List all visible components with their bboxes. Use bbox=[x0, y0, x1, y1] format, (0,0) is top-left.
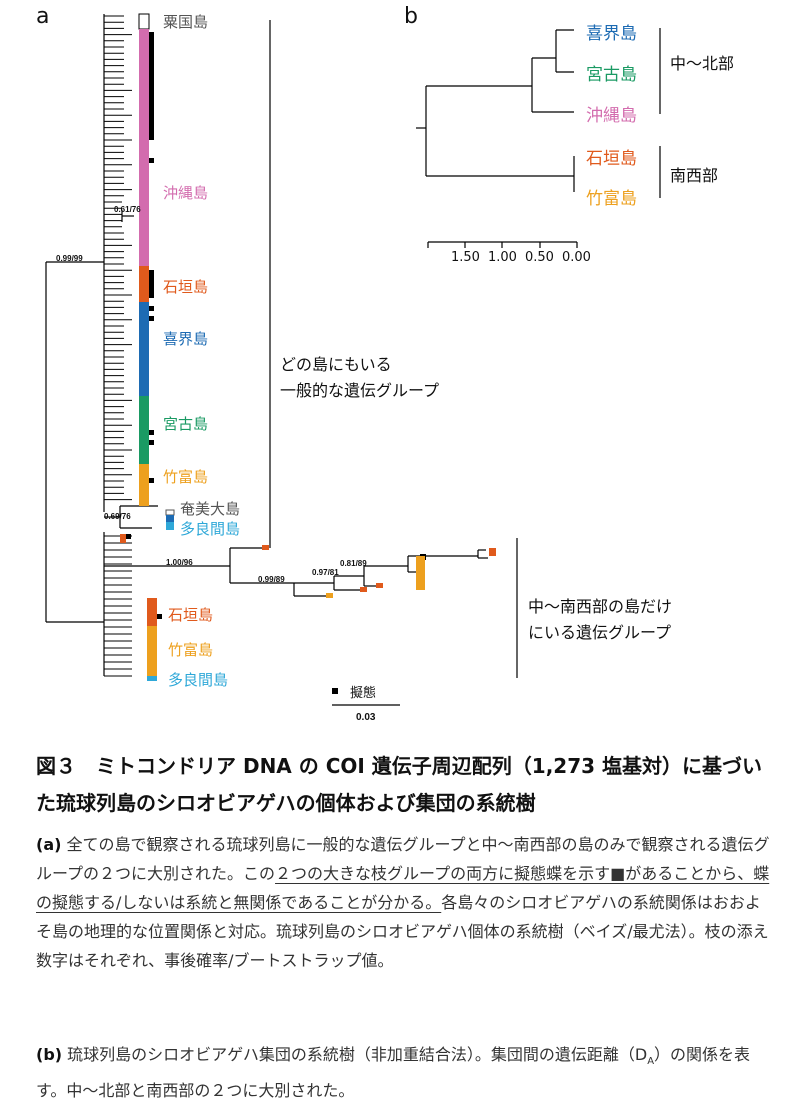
b-label-ishigaki: 石垣島 bbox=[586, 149, 637, 169]
caption-b-text: 琉球列島のシロオビアゲハ集団の系統樹（非加重結合法）。集団間の遺伝距離（D bbox=[67, 1045, 648, 1064]
bar-amami bbox=[165, 509, 175, 516]
bar-kikai bbox=[139, 302, 149, 396]
caption-a: (a) 全ての島で観察される琉球列島に一般的な遺伝グループと中〜南西部の島のみで… bbox=[36, 830, 776, 975]
caption-a-text-2: 各島々のシロオビアゲハの系統関係はおおよそ島の地理的な位置関係と対応。琉球列島の… bbox=[36, 893, 769, 970]
bar-ishigaki-1 bbox=[139, 266, 149, 302]
group-common-label: どの島にもいる 一般的な遺伝グループ bbox=[280, 355, 440, 400]
label-tarama-1: 多良間島 bbox=[180, 520, 241, 538]
label-taketomi-1: 竹富島 bbox=[163, 468, 209, 486]
caption-b-text-2: ）の関係を表す。中〜北部と南西部の２つに大別された。 bbox=[36, 1045, 751, 1101]
bar-miyako bbox=[139, 396, 149, 464]
label-tarama-2: 多良間島 bbox=[168, 671, 229, 689]
caption-a-underlined: ２つの大きな枝グループの両方に擬態蝶を示す■があることから、蝶の擬態する/しない… bbox=[36, 864, 770, 912]
caption-title: 図３ ミトコンドリア DNA の COI 遺伝子周辺配列（1,273 塩基対）に… bbox=[36, 754, 763, 815]
panel-a-tree bbox=[45, 13, 518, 706]
b-label-okinawa: 沖縄島 bbox=[586, 106, 637, 126]
label-okinawa: 沖縄島 bbox=[163, 184, 209, 202]
caption-a-text-1: 全ての島で観察される琉球列島に一般的な遺伝グループと中〜南西部の島のみで観察され… bbox=[36, 835, 770, 883]
bar-okinawa bbox=[139, 29, 149, 266]
label-kikai: 喜界島 bbox=[163, 330, 209, 348]
node-support-7: 0.81/89 bbox=[340, 559, 367, 568]
b-axis-tick-1: 1.50 bbox=[451, 250, 480, 265]
label-awakuni: 粟国島 bbox=[163, 13, 209, 31]
node-support-3: 0.69/76 bbox=[104, 512, 131, 521]
legend-mimicry-label: 擬態 bbox=[350, 686, 377, 701]
bar-ishigaki-2 bbox=[147, 598, 157, 626]
caption-b-label: (b) bbox=[36, 1045, 63, 1064]
bar-tarama-2 bbox=[147, 676, 157, 681]
b-label-kikai: 喜界島 bbox=[586, 24, 637, 44]
island-color-bars bbox=[138, 13, 175, 681]
b-group-south: 南西部 bbox=[670, 166, 719, 185]
label-amami: 奄美大島 bbox=[180, 500, 241, 518]
southern-leaf-markers bbox=[120, 522, 496, 598]
leaf-ticks bbox=[104, 15, 132, 677]
caption-b-sub: A bbox=[647, 1056, 655, 1068]
caption-a-label: (a) bbox=[36, 835, 62, 854]
b-label-miyako: 宮古島 bbox=[586, 65, 637, 85]
b-axis-tick-4: 0.00 bbox=[562, 250, 591, 265]
b-label-taketomi: 竹富島 bbox=[586, 189, 637, 209]
panel-b-tree bbox=[416, 28, 661, 248]
bar-taketomi-1 bbox=[139, 464, 149, 506]
node-support-1: 0.99/99 bbox=[56, 254, 83, 263]
node-support-4: 1.00/96 bbox=[166, 558, 193, 567]
label-ishigaki-1: 石垣島 bbox=[163, 278, 209, 296]
node-support-5: 0.99/89 bbox=[258, 575, 285, 584]
label-taketomi-2: 竹富島 bbox=[168, 641, 214, 659]
legend-mimicry-square bbox=[332, 688, 338, 694]
bar-taketomi-2 bbox=[147, 626, 157, 676]
group-south-label: 中〜南西部の島だけ にいる遺伝グループ bbox=[528, 597, 673, 642]
scale-bar-label: 0.03 bbox=[356, 712, 376, 723]
b-group-north: 中〜北部 bbox=[670, 54, 735, 73]
label-ishigaki-2: 石垣島 bbox=[168, 606, 214, 624]
label-miyako: 宮古島 bbox=[163, 415, 209, 433]
phylogeny-figure: a b bbox=[36, 4, 735, 723]
node-support-6: 0.97/81 bbox=[312, 568, 339, 577]
node-support-2: 0.61/76 bbox=[114, 205, 141, 214]
b-axis-tick-2: 1.00 bbox=[488, 250, 517, 265]
b-axis-tick-3: 0.50 bbox=[525, 250, 554, 265]
panel-b-letter: b bbox=[404, 4, 418, 29]
caption-b: (b) 琉球列島のシロオビアゲハ集団の系統樹（非加重結合法）。集団間の遺伝距離（… bbox=[36, 1040, 776, 1105]
panel-a-letter: a bbox=[36, 4, 50, 29]
